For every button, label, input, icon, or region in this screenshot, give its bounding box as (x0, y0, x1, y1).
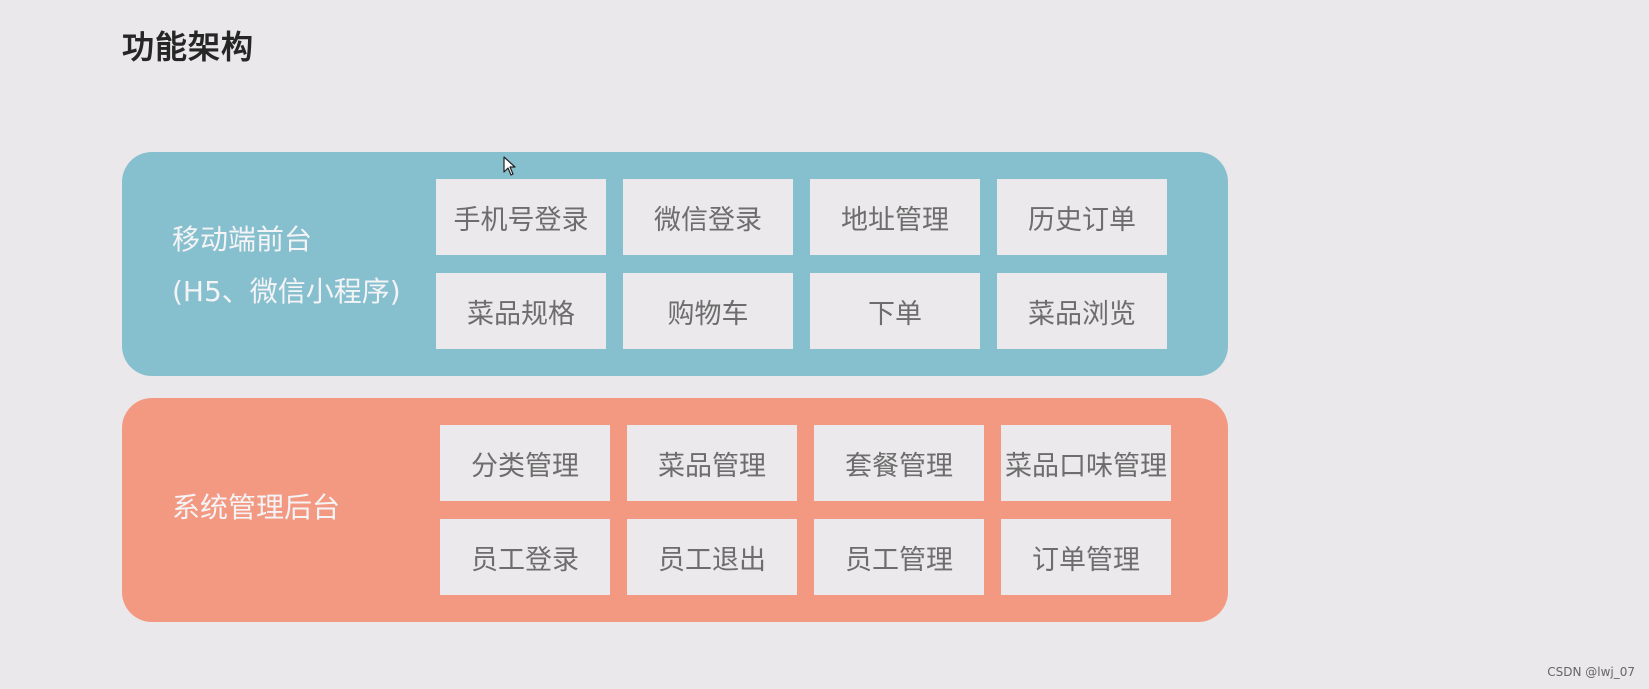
feature-box: 菜品规格 (436, 273, 606, 349)
mobile-frontend-panel: 移动端前台 (H5、微信小程序) 手机号登录 微信登录 地址管理 历史订单 菜品… (122, 152, 1228, 376)
feature-box: 手机号登录 (436, 179, 606, 255)
feature-box: 购物车 (623, 273, 793, 349)
admin-backend-panel: 系统管理后台 分类管理 菜品管理 套餐管理 菜品口味管理 员工登录 员工退出 员… (122, 398, 1228, 622)
feature-box: 地址管理 (810, 179, 980, 255)
feature-box: 下单 (810, 273, 980, 349)
feature-box: 微信登录 (623, 179, 793, 255)
feature-box: 员工管理 (814, 519, 984, 595)
feature-box: 员工登录 (440, 519, 610, 595)
watermark: CSDN @lwj_07 (1547, 665, 1635, 679)
mobile-frontend-label-line1: 移动端前台 (172, 223, 313, 256)
feature-box: 菜品口味管理 (1001, 425, 1171, 501)
mouse-cursor-icon (503, 156, 516, 176)
feature-box: 菜品浏览 (997, 273, 1167, 349)
feature-box: 菜品管理 (627, 425, 797, 501)
feature-box: 订单管理 (1001, 519, 1171, 595)
feature-box: 分类管理 (440, 425, 610, 501)
mobile-frontend-label: 移动端前台 (H5、微信小程序) (172, 214, 401, 318)
page-title: 功能架构 (122, 28, 255, 66)
admin-backend-label-text: 系统管理后台 (172, 491, 341, 524)
admin-backend-label: 系统管理后台 (172, 482, 340, 534)
mobile-frontend-label-line2: (H5、微信小程序) (172, 275, 401, 308)
feature-box: 套餐管理 (814, 425, 984, 501)
feature-box: 历史订单 (997, 179, 1167, 255)
feature-box: 员工退出 (627, 519, 797, 595)
